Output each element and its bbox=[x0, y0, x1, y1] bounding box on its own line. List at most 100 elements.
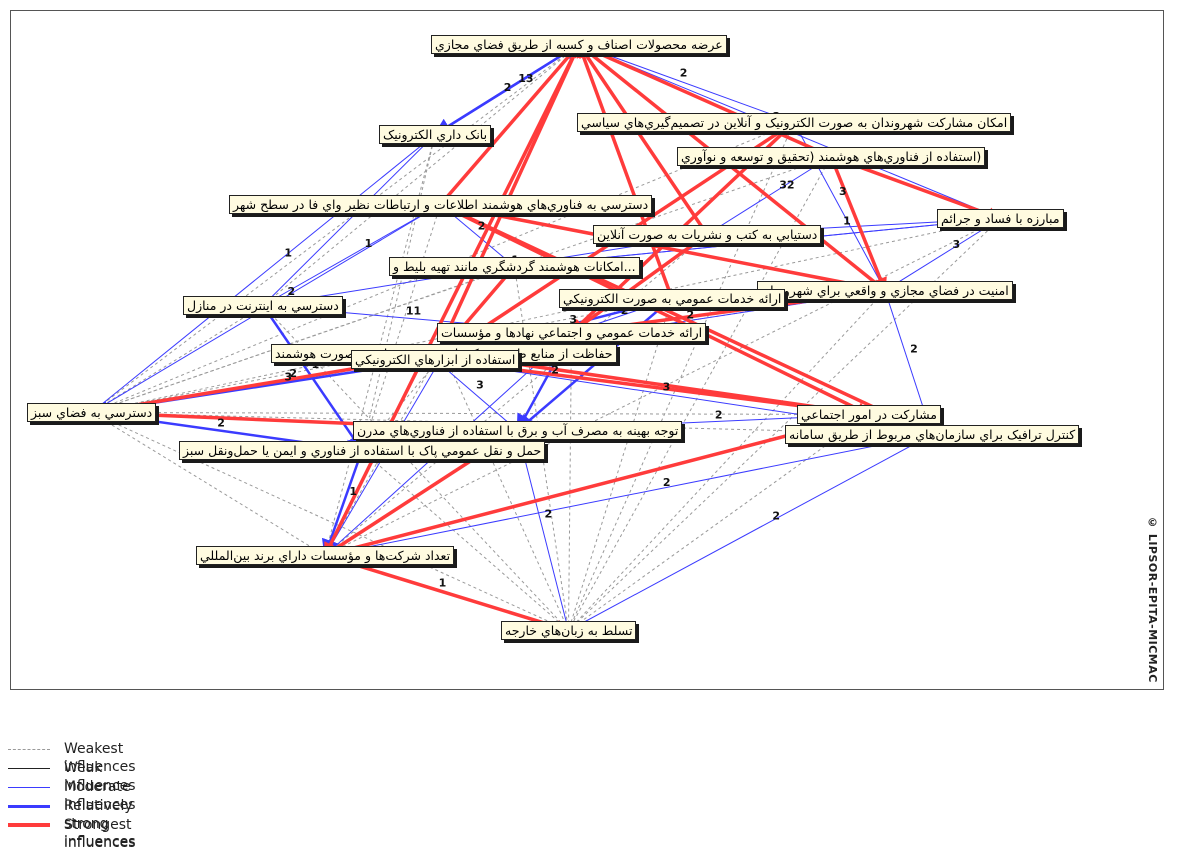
edge-label-n5-n16: 2 bbox=[287, 285, 295, 298]
node-label-n15: مشارکت در امور اجتماعي bbox=[797, 405, 941, 424]
edge-n7-n20 bbox=[324, 234, 708, 556]
edge-n4-n1 bbox=[577, 42, 832, 159]
edge-label-n3-n1: 2 bbox=[504, 81, 512, 94]
legend-label-strongest: Strongest influences bbox=[64, 817, 136, 851]
edge-label-n13-n16: 2 bbox=[289, 367, 297, 380]
edge-n11-n18 bbox=[516, 297, 673, 432]
edge-n10-n16 bbox=[90, 305, 264, 413]
node-label-n3: بانک داري الکترونيک bbox=[379, 125, 492, 144]
edge-n1-n3 bbox=[433, 43, 580, 136]
edge-label-n10-n12: 11 bbox=[406, 305, 421, 318]
edge-n13-n21 bbox=[443, 353, 570, 632]
node-label-n2: امکان مشارکت شهروندان به صورت الکترونيک … bbox=[577, 113, 1012, 132]
node-label-n5: دسترسي به فناوري‌هاي هوشمند اطلاعات و ار… bbox=[229, 195, 653, 214]
node-label-n17: کنترل ترافيک براي سازمان‌هاي مربوط از طر… bbox=[785, 425, 1080, 444]
node-label-n14: استفاده از ابزارهاي الکترونيکي bbox=[351, 350, 520, 369]
edge-label-n3-n16: 1 bbox=[284, 247, 292, 260]
edge-n2-n21 bbox=[567, 122, 795, 632]
edge-label-n18-n21: 2 bbox=[544, 508, 552, 521]
edge-n11-n1 bbox=[576, 43, 674, 300]
edge-n5-n10 bbox=[262, 204, 441, 306]
node-label-n7: دستيابي به کتب و نشريات به صورت آنلاين bbox=[593, 225, 822, 244]
edge-n18-n21 bbox=[517, 430, 571, 632]
legend-line-weakest bbox=[8, 749, 50, 750]
edge-n1-n10 bbox=[262, 44, 580, 306]
edge-labels-layer: 2213121111322322212333223322121313233221… bbox=[217, 67, 960, 590]
edge-n14-n20 bbox=[324, 359, 436, 557]
edge-label-n17-n20: 2 bbox=[663, 476, 671, 489]
edge-label-n14-n18: 3 bbox=[476, 378, 484, 391]
node-label-n10: دسترسي به اينترنت در منازل bbox=[183, 296, 343, 315]
edge-label-n1-n2: 2 bbox=[680, 67, 688, 80]
legend-label-weakest: Weakest influences bbox=[64, 741, 136, 775]
edge-n15-n16 bbox=[90, 409, 870, 417]
edge-n17-n20 bbox=[324, 434, 933, 558]
edge-label-n2-n9: 3 bbox=[839, 185, 847, 198]
node-label-n9: امنيت در فضاي مجازي و واقعي براي شهروندا… bbox=[757, 281, 1013, 300]
edge-n3-n16 bbox=[90, 134, 436, 413]
node-label-n16: دسترسي به فضاي سبز bbox=[27, 403, 157, 422]
node-label-n6: مبارزه با فساد و جرائم bbox=[937, 209, 1064, 228]
node-label-n19: حمل و نقل عمومي پاک با استفاده از فناوري… bbox=[179, 441, 546, 460]
edge-n6-n16 bbox=[90, 218, 1001, 415]
edge-n14-n18 bbox=[434, 359, 519, 431]
legend-line-strongest bbox=[8, 823, 50, 827]
edge-n16-n20 bbox=[91, 412, 326, 556]
edge-n1-n2 bbox=[578, 44, 795, 124]
edge-n17-n21 bbox=[567, 434, 933, 631]
edge-label-n4-n7: 32 bbox=[779, 179, 794, 192]
node-label-n8: ...امکانات هوشمند گردشگري مانند تهيه بلي… bbox=[389, 257, 640, 276]
node-label-n21: تسلط به زبان‌هاي خارجه bbox=[501, 621, 637, 640]
node-label-n18: توجه بهينه به مصرف آب و برق با استفاده ا… bbox=[353, 421, 683, 440]
edge-n8-n16 bbox=[90, 266, 515, 414]
node-label-n11: ارائه خدمات عمومي به صورت الکترونيکي bbox=[559, 289, 786, 308]
edge-label-n9-n14: 2 bbox=[687, 309, 695, 322]
edge-n5-n19 bbox=[360, 204, 441, 452]
edge-n3-n10 bbox=[262, 134, 436, 306]
edge-n19-n20 bbox=[321, 450, 364, 558]
edge-n3-n19 bbox=[360, 134, 436, 452]
node-label-n12: ارائه خدمات عمومي و اجتماعي نهادها و مؤس… bbox=[437, 323, 707, 342]
edge-n5-n17 bbox=[439, 202, 934, 437]
edge-label-n17-n21: 2 bbox=[772, 510, 780, 523]
edge-n19-n21 bbox=[361, 450, 570, 631]
edge-label-n19-n20: 1 bbox=[349, 485, 357, 498]
edge-n20-n21 bbox=[324, 553, 570, 634]
edge-label-n20-n21: 1 bbox=[439, 576, 447, 589]
edge-label-n14-n17: 3 bbox=[663, 380, 671, 393]
edge-label-n11-n14: 3 bbox=[569, 313, 577, 326]
edge-label-n7-n6: 1 bbox=[843, 214, 851, 227]
legend-line-weak bbox=[8, 768, 50, 769]
edge-label-n12-n18: 2 bbox=[551, 364, 559, 377]
node-label-n1: عرضه محصولات اصناف و کسبه از طريق فضاي م… bbox=[431, 35, 727, 54]
legend-line-moderate bbox=[8, 787, 50, 788]
edge-label-n10-n19: 1 bbox=[312, 358, 320, 371]
legend-label-weak: Weak influences bbox=[64, 760, 136, 794]
influence-graph-frame: 2213121111322322212333223322121313233221… bbox=[10, 10, 1164, 690]
edge-label-n16-n19: 2 bbox=[217, 417, 225, 430]
edge-n12-n21 bbox=[565, 332, 573, 632]
edge-n6-n9 bbox=[884, 218, 1001, 291]
node-label-n20: تعداد شرکت‌ها و مؤسسات داراي برند بين‌ال… bbox=[196, 546, 455, 565]
legend-line-relatively-strong bbox=[8, 805, 50, 808]
edge-n7-n1 bbox=[577, 43, 709, 236]
node-label-n4: (استفاده از فناوري‌هاي هوشمند (تحقيق و ت… bbox=[677, 147, 986, 166]
edge-n1-n20 bbox=[323, 43, 581, 557]
edge-label-n14-n16: 3 bbox=[284, 370, 292, 383]
edge-n4-n6 bbox=[830, 154, 1002, 221]
edge-n15-n21 bbox=[567, 414, 870, 631]
edge-n7-n12 bbox=[570, 233, 709, 334]
edge-label-n5-n10: 1 bbox=[365, 237, 373, 250]
edge-n5-n1 bbox=[439, 43, 581, 206]
watermark: © LIPSOR-EPITA-MICMAC bbox=[1146, 516, 1159, 683]
edge-n4-n9 bbox=[829, 155, 887, 292]
edge-label-n6-n9: 3 bbox=[953, 238, 961, 251]
edge-n9-n1 bbox=[577, 43, 887, 292]
edge-label-n9-n17: 2 bbox=[910, 342, 918, 355]
edge-n5-n8 bbox=[440, 204, 516, 267]
edge-label-n1-n3: 13 bbox=[518, 72, 533, 85]
edge-n11-n21 bbox=[567, 298, 673, 632]
edge-n15-n20 bbox=[323, 412, 870, 560]
legend-label-moderate: Moderate influences bbox=[64, 779, 136, 813]
edge-label-n15-n18: 2 bbox=[715, 409, 723, 422]
